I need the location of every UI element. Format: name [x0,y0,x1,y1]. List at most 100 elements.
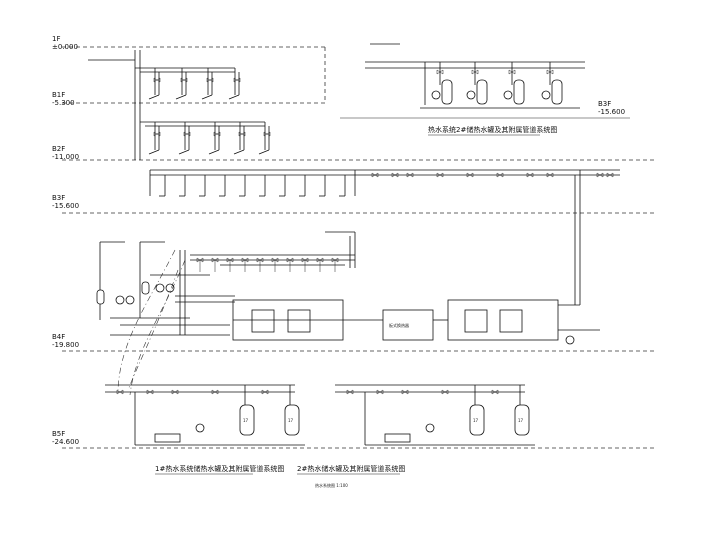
storage-tank-icon [469,404,485,436]
valve-icon [238,131,246,137]
branch-pipe [233,149,245,155]
valve-icon [606,172,614,178]
valve-icon [271,257,279,263]
guide-curve [129,259,186,396]
level-elevation: -24.600 [52,438,79,446]
plate-heat-exchanger-box [382,309,434,341]
level-name: B1F [52,91,65,99]
manifold-upper [190,231,356,268]
valve-icon [286,257,294,263]
valve-icon [508,69,516,75]
pump-icon [155,283,165,293]
caption-bottom-center: 2#热水储水罐及其附属管道系统图 [297,464,405,473]
caption-top-right: 热水系统2#储热水罐及其附属管道系统图 [428,125,557,134]
level-label-b4f: B4F -19.800 [52,333,79,349]
valve-icon [241,257,249,263]
tank-label: 17 [518,418,524,423]
valve-icon [233,77,241,83]
valve-icon [183,131,191,137]
level-name: B2F [52,145,65,153]
water-heater-tank-icon [551,79,563,105]
branch-pipe [258,149,270,155]
floor-lines [62,46,655,449]
pump-icon [195,423,205,433]
level-name: B3F [598,100,611,108]
level-label-1f: 1F ±0.000 [52,35,78,51]
valve-icon [206,77,214,83]
branch-pipe [228,94,240,100]
pump-icon [541,90,551,100]
pump-icon [431,90,441,100]
level-name: B3F [52,194,65,202]
equipment-group-left [96,241,235,336]
valve-icon [436,172,444,178]
flow-guides [117,249,186,396]
valve-icon [471,69,479,75]
level-elevation: ±0.000 [52,43,78,51]
valve-icon [491,389,499,395]
valve-icon [180,77,188,83]
valve-icon [211,389,219,395]
level-label-right-b3f: B3F -15.600 [598,100,625,116]
guide-curve [127,269,179,391]
level-label-b3f: B3F -15.600 [52,194,79,210]
valve-icon [211,257,219,263]
manifold-valves [196,257,339,272]
valve-icon [466,172,474,178]
valve-icon [256,257,264,263]
exchanger-icon [287,309,311,333]
valve-icon [406,172,414,178]
pump-icon [115,295,125,305]
exchanger-icon [464,309,488,333]
water-heater-tank-icon [441,79,453,105]
valve-icon [401,389,409,395]
level-name: B5F [52,430,65,438]
caption-bottom-left: 1#热水系统储热水罐及其附属管道系统图 [155,464,284,473]
level-elevation: -15.600 [52,202,79,210]
valve-icon [213,131,221,137]
branch-pipe [208,149,220,155]
valve-icon [116,389,124,395]
storage-tank-icon [514,404,530,436]
pump-icon [125,295,135,305]
heat-exchanger-left [232,299,344,341]
level-label-b5f: B5F -24.600 [52,430,79,446]
valve-icon [226,257,234,263]
storage-tank-icon [284,404,300,436]
expansion-vessel-icon [141,281,150,295]
level-elevation: -15.600 [598,108,625,116]
level-name: B4F [52,333,65,341]
valve-icon [596,172,604,178]
level-label-b1f: B1F -5.300 [52,91,75,107]
level-name: 1F [52,35,60,43]
caption-bottom-note: 热水系统图 1:100 [315,482,348,488]
valve-icon [376,389,384,395]
valve-icon [546,172,554,178]
level-label-b2f: B2F -11.000 [52,145,79,161]
lower-branches [148,122,271,155]
valve-icon [153,77,161,83]
exchanger-icon [251,309,275,333]
top-tanks [431,62,563,105]
expansion-vessel-icon [96,289,105,305]
branch-pipe [178,149,190,155]
pump-icon [466,90,476,100]
tank-label: 17 [243,418,249,423]
softener-icon [154,433,181,443]
valve-icon [441,389,449,395]
valve-icon [546,69,554,75]
center-unit: 板式换热器 [343,309,448,341]
valve-icon [371,172,379,178]
branch-pipe [148,94,160,100]
pump-icon [503,90,513,100]
valve-icon [391,172,399,178]
heat-exchanger-right [447,299,600,345]
water-heater-tank-icon [513,79,525,105]
riser-group-top-left [88,50,265,160]
valve-icon [331,257,339,263]
branch-pipe [175,94,187,100]
tank-label: 17 [288,418,294,423]
